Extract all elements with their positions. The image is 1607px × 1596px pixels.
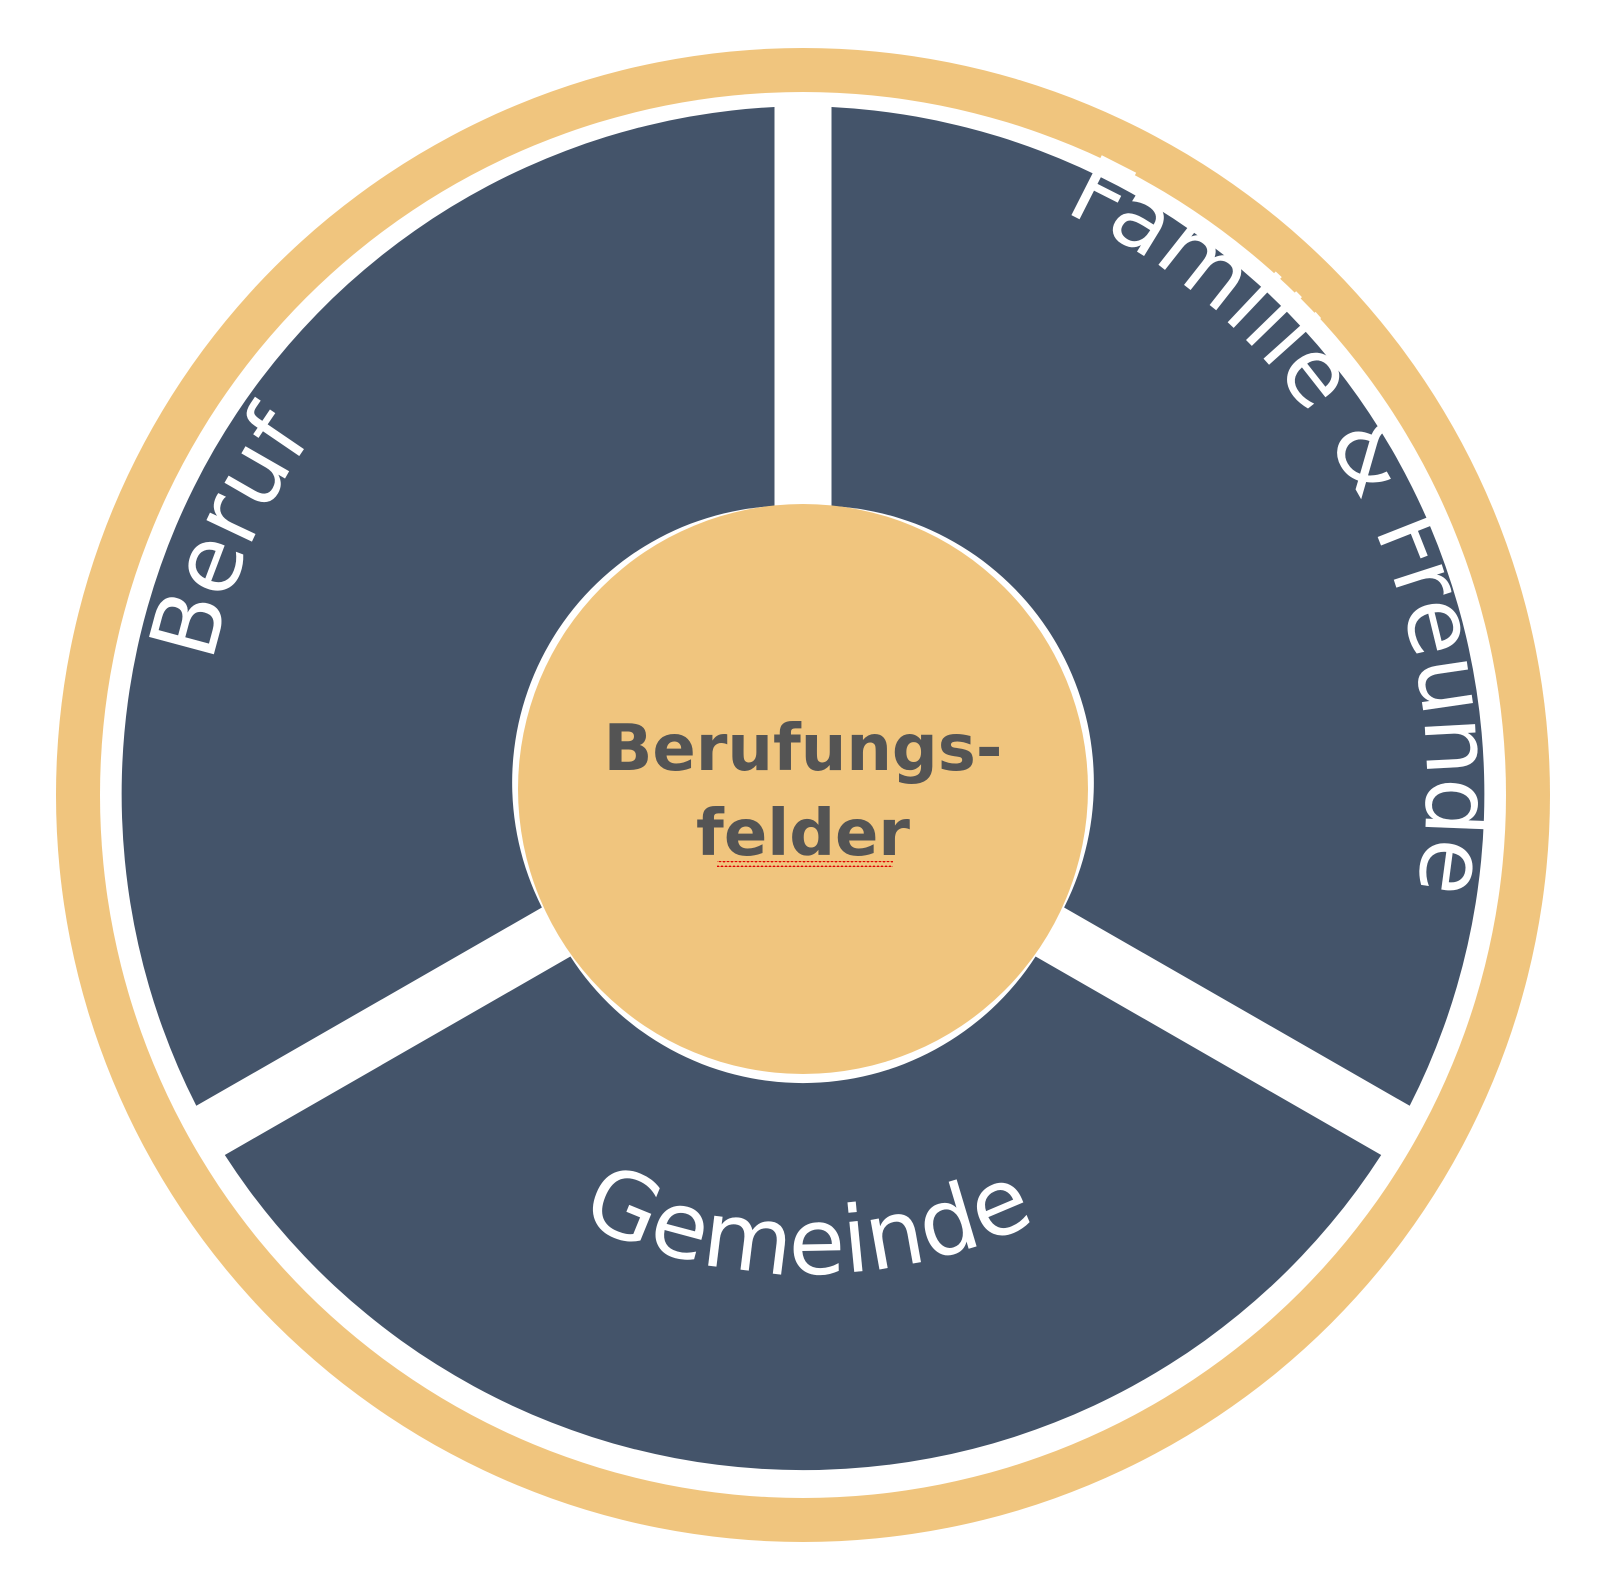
center-title-line-1: Berufungs- xyxy=(604,712,1003,786)
spellcheck-underline xyxy=(717,861,893,867)
center-title-line-2: felder xyxy=(696,797,910,871)
center-circle xyxy=(518,504,1088,1074)
segments xyxy=(121,107,1485,1471)
segment-familie-freunde xyxy=(831,107,1485,1106)
segment-gemeinde xyxy=(224,956,1382,1471)
segment-beruf xyxy=(121,107,775,1106)
